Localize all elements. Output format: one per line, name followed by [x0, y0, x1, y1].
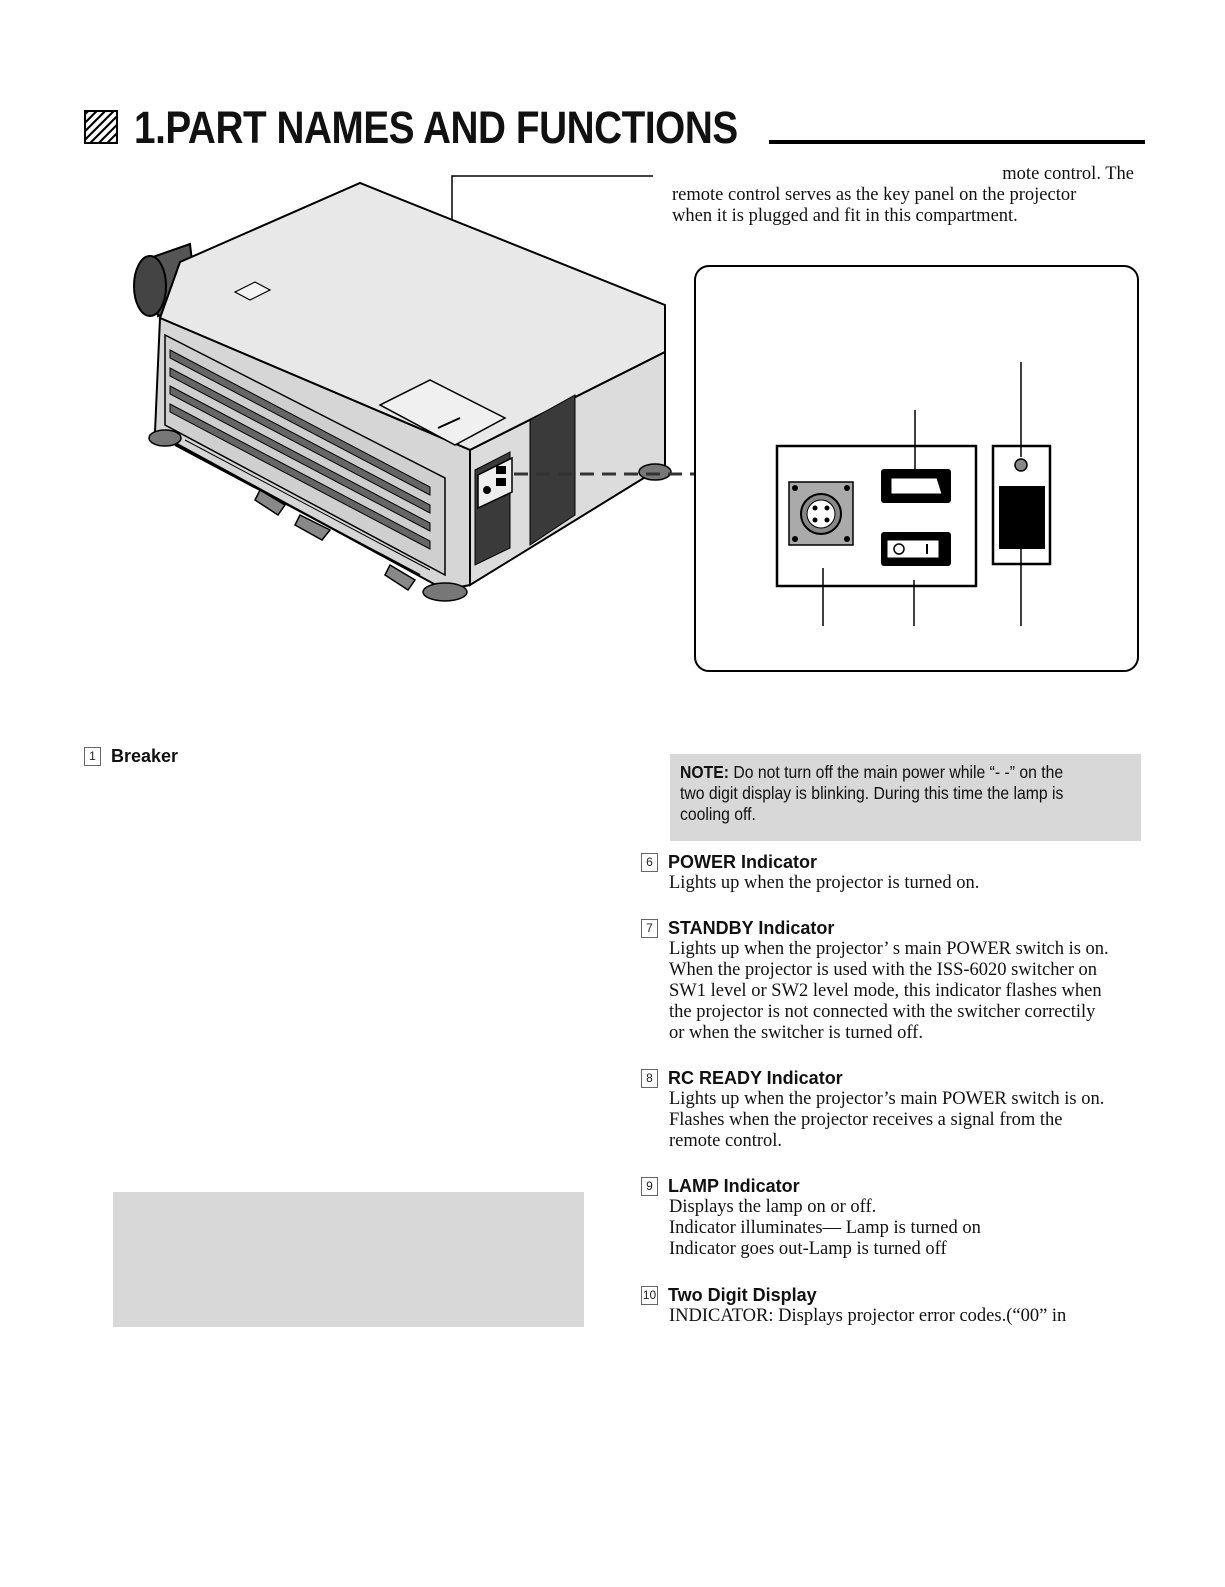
item-text: Lights up when the projector is turned o…	[669, 873, 980, 893]
power-switch-icon	[881, 532, 951, 566]
note-label: NOTE:	[680, 762, 730, 782]
caption-line: when it is plugged and fit in this compa…	[672, 206, 1018, 226]
item-text: Displays the lamp on or off.	[669, 1197, 877, 1217]
item-title: RC READY Indicator	[668, 1068, 843, 1088]
item-text: Flashes when the projector receives a si…	[669, 1110, 1063, 1130]
callout-leaders	[822, 362, 1022, 626]
note-line: cooling off.	[680, 804, 756, 824]
item-text: Lights up when the projector’s main POWE…	[669, 1089, 1105, 1109]
projector-illustration	[133, 175, 1139, 672]
page-title: 1.PART NAMES AND FUNCTIONS	[134, 102, 738, 153]
list-item-power-indicator: 6 POWER Indicator Lights up when the proj…	[641, 851, 1161, 894]
item-number: 1	[84, 747, 101, 766]
note-line: two digit display is blinking. During th…	[680, 783, 1064, 803]
indicator-led-icon	[1014, 458, 1028, 472]
item-title: LAMP Indicator	[668, 1176, 800, 1196]
callout-panel	[694, 265, 1139, 672]
note-text: Do not turn off the main power while “- …	[729, 762, 1064, 782]
note-line: NOTE: Do not turn off the main power whi…	[680, 762, 1086, 783]
item-number: 6	[641, 853, 658, 872]
compartment-caption: mote control. The remote control serves …	[672, 164, 1142, 227]
item-text: Indicator goes out-Lamp is turned off	[669, 1239, 947, 1259]
item-title: Breaker	[111, 746, 179, 766]
item-text: Indicator illuminates— Lamp is turned on	[669, 1218, 981, 1238]
vent-slats	[169, 349, 431, 550]
item-text: When the projector is used with the ISS-…	[669, 960, 1097, 980]
item-text: SW1 level or SW2 level mode, this indica…	[669, 981, 1102, 1001]
item-title: Two Digit Display	[668, 1285, 817, 1305]
display-window	[999, 486, 1045, 549]
heading-rule	[769, 140, 1145, 144]
item-text: the projector is not connected with the …	[669, 1002, 1096, 1022]
list-item-breaker: 1 Breaker	[84, 745, 178, 767]
item-text: INDICATOR: Displays projector error code…	[669, 1306, 1067, 1326]
item-title: STANDBY Indicator	[668, 918, 835, 938]
item-text: Lights up when the projector’ s main POW…	[669, 939, 1109, 959]
item-number: 9	[641, 1177, 658, 1196]
ac-inlet-icon	[788, 481, 854, 546]
list-item-rc-ready-indicator: 8 RC READY Indicator Lights up when the p…	[641, 1067, 1161, 1152]
item-number: 10	[641, 1286, 658, 1305]
item-text: or when the switcher is turned off.	[669, 1023, 923, 1043]
list-item-lamp-indicator: 9 LAMP Indicator Displays the lamp on or …	[641, 1175, 1161, 1260]
item-text: remote control.	[669, 1131, 783, 1151]
note-box: NOTE: Do not turn off the main power whi…	[670, 754, 1141, 841]
item-number: 8	[641, 1069, 658, 1088]
breaker-switch-icon	[881, 469, 951, 503]
section-heading: 1.PART NAMES AND FUNCTIONS	[84, 100, 1145, 160]
item-number: 7	[641, 919, 658, 938]
list-item-two-digit-display: 10 Two Digit Display INDICATOR: Displays …	[641, 1284, 1161, 1327]
shaded-box	[113, 1192, 584, 1327]
list-item-standby-indicator: 7 STANDBY Indicator Lights up when the pr…	[641, 917, 1161, 1044]
caption-line: mote control. The	[1002, 164, 1134, 184]
caption-line: remote control serves as the key panel o…	[672, 185, 1077, 205]
projector-body	[133, 181, 672, 602]
item-title: POWER Indicator	[668, 852, 818, 872]
hatched-square-icon	[84, 110, 118, 144]
